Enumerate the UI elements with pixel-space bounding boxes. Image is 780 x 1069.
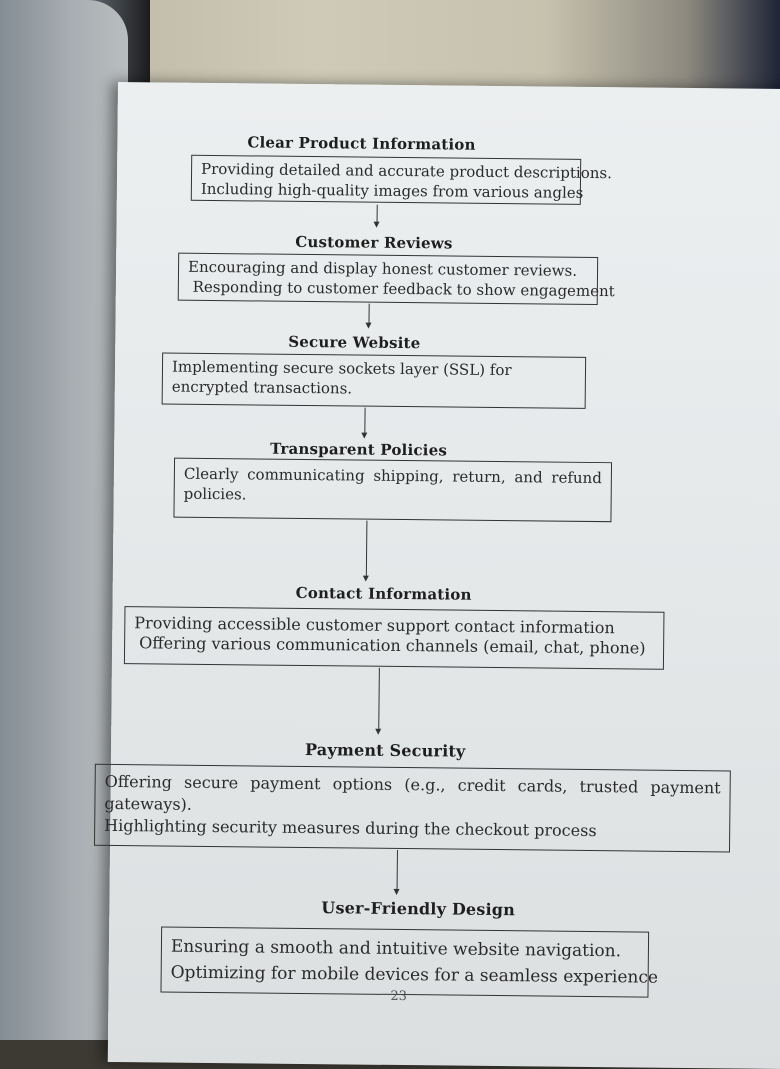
section-box: Clearly communicating shipping, return, … xyxy=(173,457,613,523)
section-box: Encouraging and display honest customer … xyxy=(177,252,615,306)
section-text: Offering secure payment options (e.g., c… xyxy=(104,771,721,814)
left-page xyxy=(0,0,128,1040)
flow-arrow xyxy=(368,303,370,324)
section-box: Providing accessible customer support co… xyxy=(123,606,665,670)
flow-arrow xyxy=(378,667,381,730)
section-box: Ensuring a smooth and intuitive website … xyxy=(160,926,659,998)
flow-arrow xyxy=(376,204,379,223)
flow-arrow xyxy=(364,407,366,434)
section-heading: Contact Information xyxy=(295,583,472,604)
section-text: Offering various communication channels … xyxy=(134,633,646,658)
section-heading: Payment Security xyxy=(304,739,466,761)
section-heading: Secure Website xyxy=(288,332,421,353)
section-box: Implementing secure sockets layer (SSL) … xyxy=(161,352,587,409)
section-text: Including high-quality images from vario… xyxy=(200,179,584,202)
section-heading: Transparent Policies xyxy=(270,439,448,460)
section-heading: User-Friendly Design xyxy=(321,898,516,920)
flow-arrow xyxy=(365,520,368,577)
page-number: 23 xyxy=(390,988,408,1005)
section-box: Providing detailed and accurate product … xyxy=(190,154,612,205)
section-heading: Clear Product Information xyxy=(247,133,476,154)
flow-arrow xyxy=(396,849,399,890)
section-text: Implementing secure sockets layer (SSL) … xyxy=(171,357,512,398)
section-text: Optimizing for mobile devices for a seam… xyxy=(170,962,659,988)
section-heading: Customer Reviews xyxy=(295,232,453,253)
section-box: Offering secure payment options (e.g., c… xyxy=(94,763,731,853)
section-text: Clearly communicating shipping, return, … xyxy=(183,464,602,504)
section-text: Responding to customer feedback to show … xyxy=(187,277,615,301)
document-page: Clear Product Information Providing deta… xyxy=(94,82,780,1069)
